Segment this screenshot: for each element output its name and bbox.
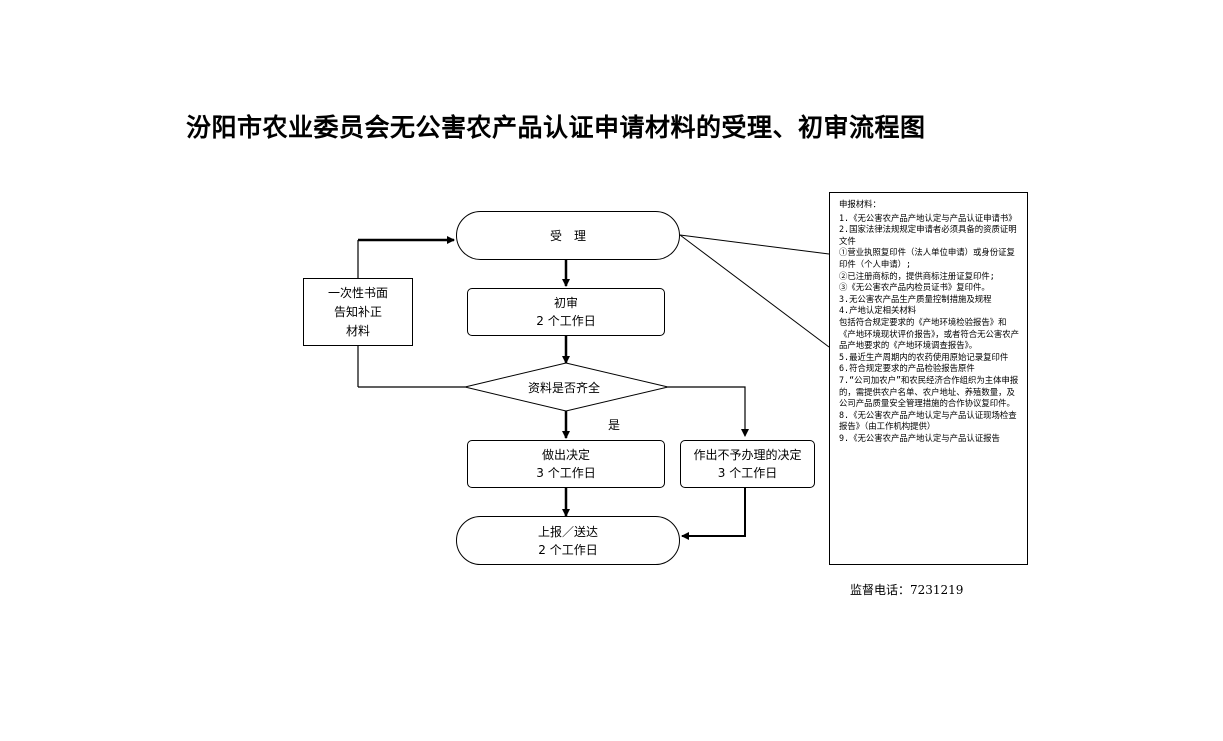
materials-item: ②已注册商标的，提供商标注册证复印件; [839,270,995,281]
node-notice-line1: 一次性书面 [327,285,388,300]
node-decide: 做出决定 3 个工作日 [467,440,665,488]
node-decide-days: 3 个工作日 [536,466,596,480]
node-reject-label: 作出不予办理的决定 [693,448,802,462]
node-report-label: 上报／送达 [537,524,598,539]
yes-label: 是 [608,418,621,432]
page-title: 汾阳市农业委员会无公害农产品认证申请材料的受理、初审流程图 [186,113,926,142]
callout-line-top [679,234,830,255]
node-report: 上报／送达 2 个工作日 [456,516,680,565]
node-reject: 作出不予办理的决定 3 个工作日 [680,440,815,488]
node-reject-days: 3 个工作日 [717,466,778,480]
node-accept-label: 受 理 [549,228,586,243]
materials-item: 3.无公害农产品生产质量控制措施及规程 [839,293,992,304]
materials-item: 8.《无公害农产品产地认定与产品认证现场检查报告》（由工作机构提供） [839,409,1017,432]
node-decide-label: 做出决定 [541,448,590,462]
callout-line-bottom [679,234,830,348]
materials-item: 9.《无公害农产品产地认定与产品认证报告 [839,432,1000,443]
node-notice: 一次性书面 告知补正 材料 [303,278,413,346]
materials-item: 1.《无公害农产品产地认定与产品认证申请书》 [839,212,1017,223]
node-accept: 受 理 [456,211,680,260]
node-prelim: 初审 2 个工作日 [467,288,665,336]
materials-item: 包括符合规定要求的《产地环境检验报告》和《产地环境现状评价报告》，或者符合无公害… [839,316,1020,351]
decision-label: 资料是否齐全 [528,381,601,395]
arrow-reject-to-report [681,488,746,540]
materials-item: 4.产地认定相关材料 [839,305,917,316]
materials-heading: 申报材料： [839,199,881,209]
node-report-days: 2 个工作日 [538,542,598,557]
materials-item: 5.最近生产周期内的农药使用原始记录复印件 [839,351,1009,362]
materials-item: 2.国家法律法规规定申请者必须具备的资质证明文件 [839,224,1017,246]
materials-item: 7.“公司加农户”和农民经济合作组织为主体申报的，需提供农户名单、农户地址、养殖… [839,374,1019,409]
materials-item: ③《无公害农产品内检员证书》复印件。 [839,282,990,293]
decision-diamond [464,362,669,412]
materials-box: 申报材料： 1.《无公害农产品产地认定与产品认证申请书》 2.国家法律法规规定申… [829,192,1028,565]
materials-item: 6.符合规定要求的产品检验报告原件 [839,363,975,374]
node-prelim-label: 初审 [553,296,578,310]
node-notice-line3: 材料 [345,323,370,338]
node-prelim-days: 2 个工作日 [536,314,596,328]
supervision-phone: 监督电话：7231219 [850,583,964,597]
arrow-check-to-reject [668,386,749,437]
node-notice-line2: 告知补正 [333,304,382,319]
materials-item: ①营业执照复印件（法人单位申请）或身份证复印件（个人申请）; [839,247,1015,269]
